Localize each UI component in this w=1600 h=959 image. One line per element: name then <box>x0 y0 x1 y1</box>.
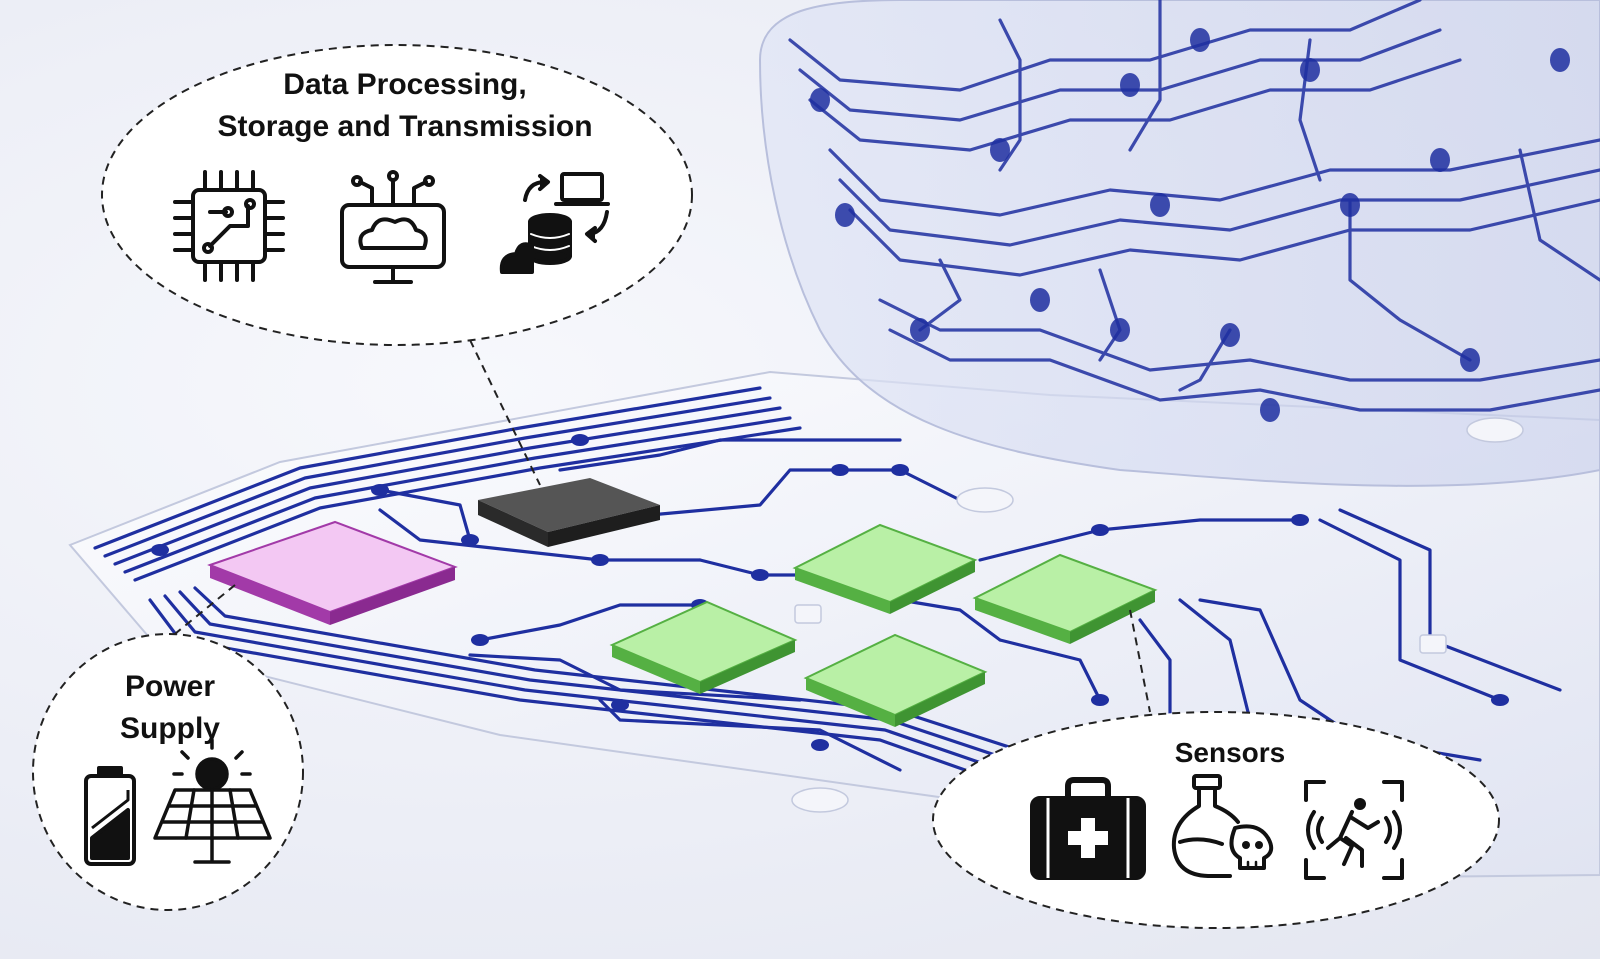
sensor-chip-2 <box>972 553 1158 644</box>
processor-chip <box>478 478 660 547</box>
data-processing-title: Data Processing, Storage and Transmission <box>155 64 655 148</box>
power-supply-title-line2: Supply <box>119 712 220 745</box>
sensor-chip-1 <box>792 523 978 614</box>
data-processing-callout <box>101 44 693 346</box>
poison-bottle-icon <box>1171 774 1274 878</box>
sensors-title-text: Sensors <box>1174 737 1286 768</box>
cloud-computer-icon <box>340 170 446 284</box>
sensor-chip-4 <box>803 633 988 727</box>
battery-icon <box>84 766 136 866</box>
callout-leader-lines <box>164 339 1151 713</box>
motion-sensor-icon <box>1304 780 1404 880</box>
sensors-title: Sensors <box>1120 732 1340 774</box>
solar-panel-icon <box>153 738 272 864</box>
data-processing-title-line1: Data Processing, <box>283 68 527 101</box>
power-supply-title-line1: Power <box>124 670 216 703</box>
rolled-substrate <box>758 0 1600 487</box>
power-chip <box>207 520 458 625</box>
microchip-icon <box>173 170 285 282</box>
substrate-holes <box>791 417 1524 813</box>
circuit-nodes-rolled <box>810 28 1570 422</box>
data-transfer-database-icon <box>499 172 610 274</box>
sensor-chip-3 <box>609 600 798 694</box>
data-processing-title-line2: Storage and Transmission <box>217 110 593 143</box>
first-aid-kit-icon <box>1030 777 1146 880</box>
